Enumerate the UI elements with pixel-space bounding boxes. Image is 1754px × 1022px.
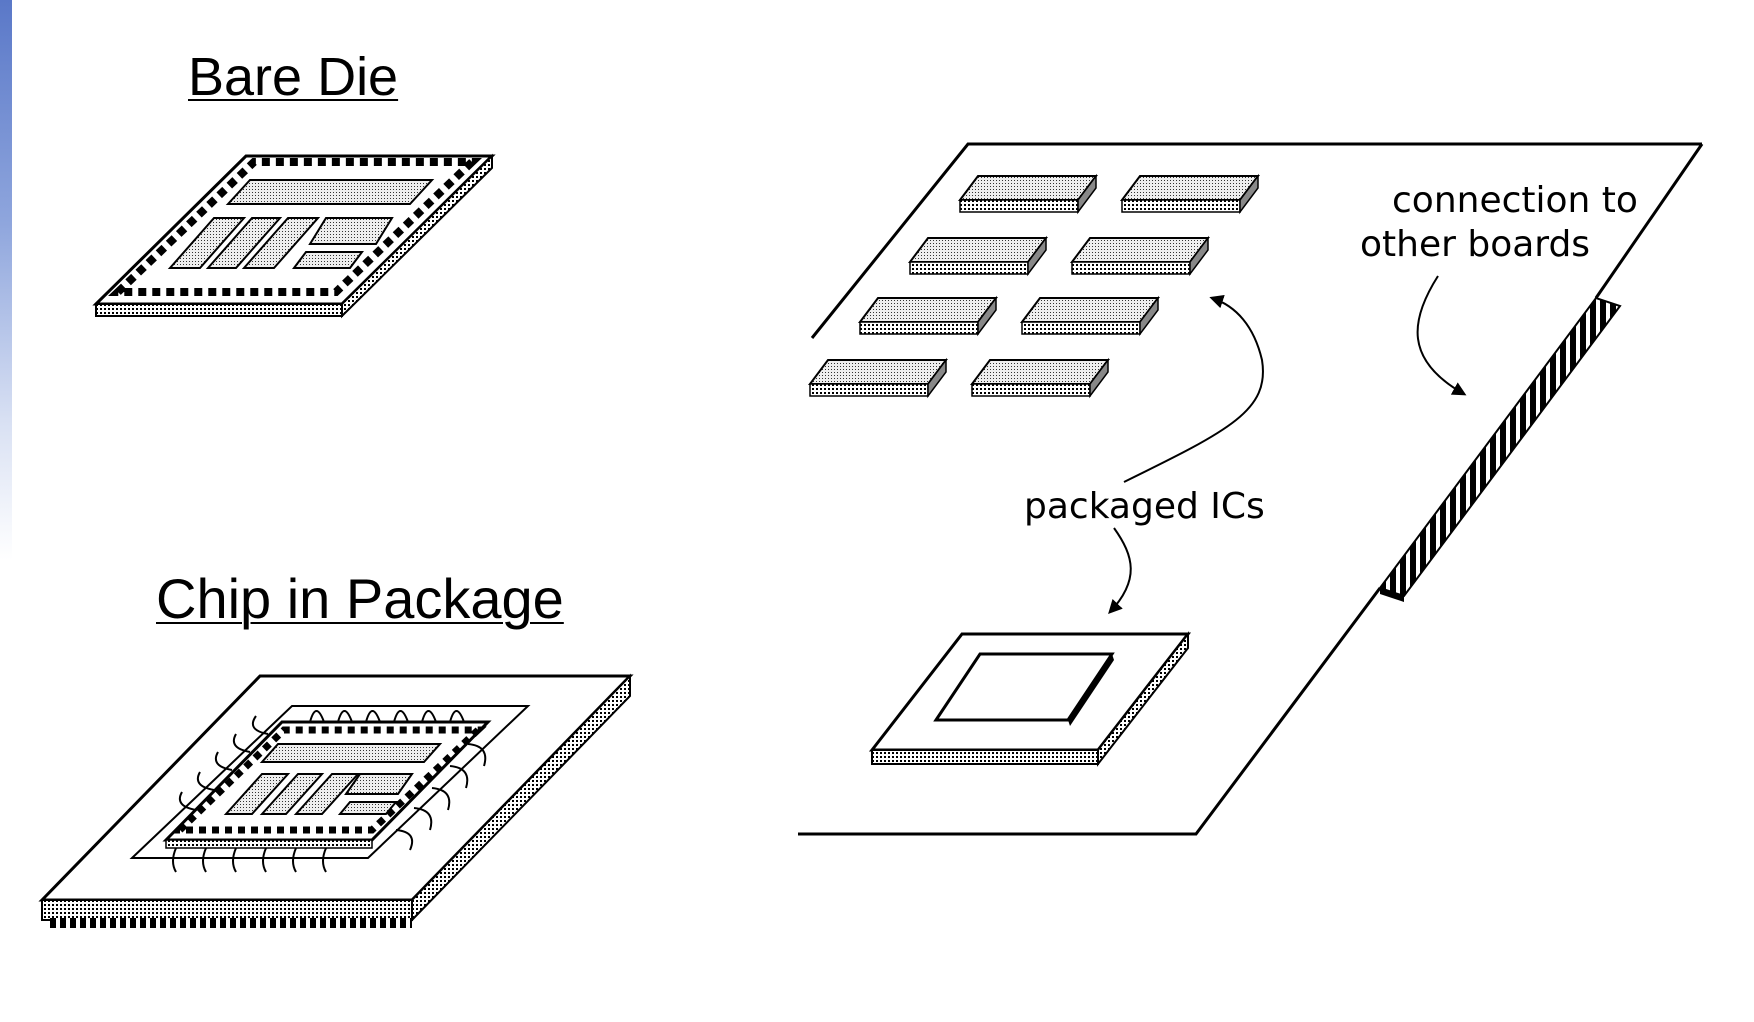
chip-in-package-title: Chip in Package [156, 567, 564, 630]
connection-label-line2: other boards [1360, 224, 1591, 265]
connection-label-line1: connection to [1392, 180, 1638, 221]
board-packaged-ic [868, 631, 1192, 767]
annotation-arrows [1108, 275, 1467, 615]
board-ic-chips [808, 173, 1260, 399]
bare-die-figure [92, 153, 496, 319]
circuit-board-figure [798, 142, 1704, 836]
slide-accent-bar [0, 0, 12, 560]
bare-die-title: Bare Die [188, 47, 399, 107]
chip-in-package-figure [38, 673, 634, 928]
packaged-ics-label: packaged ICs [1024, 486, 1265, 527]
